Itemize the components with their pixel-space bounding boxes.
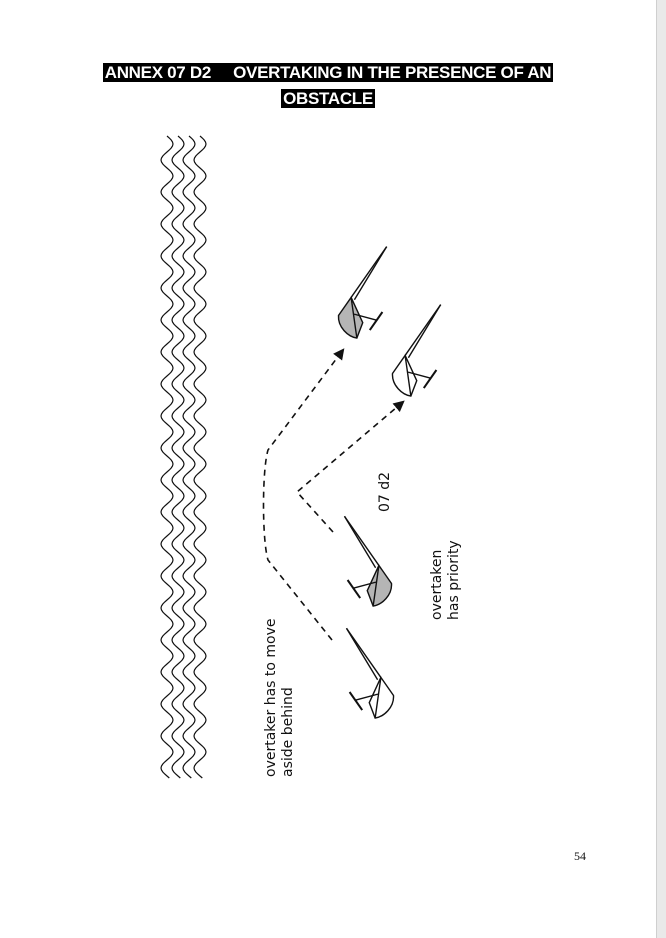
overtaken-label-line-1: overtaken bbox=[429, 550, 445, 620]
wave-line bbox=[171, 135, 185, 779]
wave-line bbox=[160, 135, 174, 779]
boat-overtaken-start bbox=[343, 515, 393, 607]
overtaken-path bbox=[295, 400, 405, 533]
boat-overtaker-end bbox=[337, 246, 388, 339]
title-line-2: OBSTACLE bbox=[281, 89, 375, 108]
overtaken-label-line-2: has priority bbox=[446, 540, 462, 620]
overtaken-label: overtaken has priority bbox=[429, 540, 462, 620]
overtaker-label: overtaker has to move aside behind bbox=[263, 618, 296, 777]
overtaker-label-line-1: overtaker has to move bbox=[263, 618, 279, 777]
overtaker-path bbox=[262, 348, 345, 641]
figure-label: 07 d2 bbox=[377, 472, 393, 512]
obstacle-wavy-shoreline bbox=[160, 135, 207, 779]
wave-line bbox=[182, 135, 196, 779]
page-number: 54 bbox=[574, 849, 586, 863]
title-line-1: ANNEX 07 D2 OVERTAKING IN THE PRESENCE O… bbox=[102, 63, 554, 82]
overtaker-label-line-2: aside behind bbox=[280, 687, 296, 777]
wave-line bbox=[193, 135, 207, 779]
page-title: ANNEX 07 D2 OVERTAKING IN THE PRESENCE O… bbox=[0, 60, 656, 112]
boat-overtaken-end bbox=[391, 304, 442, 397]
boat-overtaker-start bbox=[345, 627, 395, 719]
